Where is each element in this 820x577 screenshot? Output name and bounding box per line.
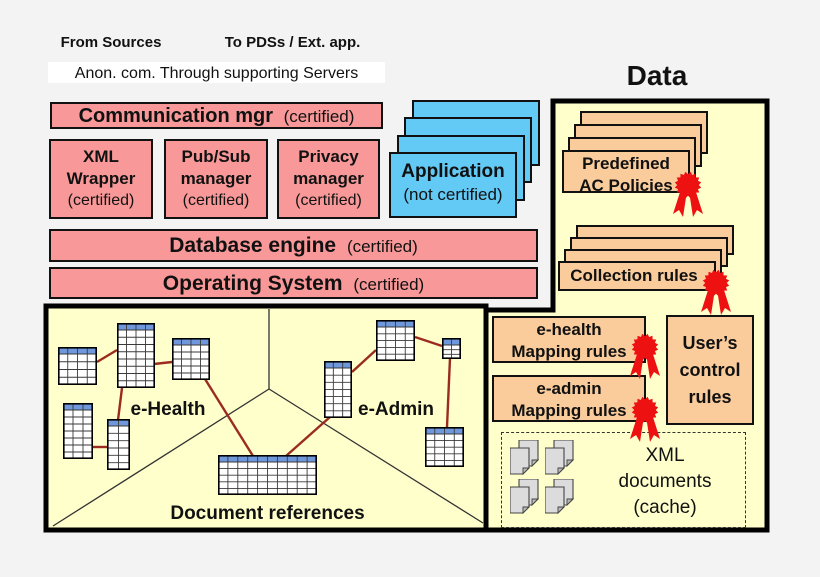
db-table-icon xyxy=(63,403,93,459)
database-engine-cert: (certified) xyxy=(346,237,418,256)
data-section-title: Data xyxy=(626,60,688,91)
users-control-rules-text: User’s control rules xyxy=(679,333,741,407)
relation-link-line xyxy=(285,416,331,457)
database-engine-box: Database engine (certified) xyxy=(49,229,538,262)
relation-link-line xyxy=(414,335,443,348)
privacy-manager-box: Privacy manager (certified) xyxy=(277,139,380,219)
eadmin-mapping-rules-text: e-admin Mapping rules xyxy=(511,379,627,420)
to-pds-label: To PDSs / Ext. app. xyxy=(224,34,361,51)
partition-line xyxy=(52,388,270,527)
xml-wrapper-cert: (certified) xyxy=(67,192,135,209)
certified-seal-icon xyxy=(673,171,703,217)
application-card xyxy=(389,152,517,218)
relation-link-line xyxy=(116,387,124,421)
db-table-icon xyxy=(218,455,317,495)
db-table-icon xyxy=(425,427,464,467)
xml-documents-icon xyxy=(545,479,575,515)
pubsub-manager-cert: (certified) xyxy=(182,192,250,209)
db-table-icon xyxy=(117,323,155,388)
db-table-icon xyxy=(324,361,352,418)
collection-card xyxy=(558,261,716,291)
ehealth-mapping-rules-box: e-health Mapping rules xyxy=(492,316,646,363)
ac-policies-label: Predefined AC Policies xyxy=(562,153,690,197)
relation-link-line xyxy=(445,357,452,428)
anon-band-label: Anon. com. Through supporting Servers xyxy=(74,65,359,82)
certified-seal-icon xyxy=(630,396,660,442)
from-sources-label: From Sources xyxy=(60,34,162,51)
application-label: Application (not certified) xyxy=(391,160,515,206)
relation-link-line xyxy=(96,348,118,364)
application-title: Application xyxy=(401,161,505,182)
privacy-manager-cert: (certified) xyxy=(295,192,362,209)
xml-cache-box: XML documents (cache) xyxy=(501,432,746,528)
xml-documents-icon xyxy=(510,479,540,515)
relation-link-line xyxy=(351,349,377,373)
partition-line xyxy=(268,388,484,524)
anon-band xyxy=(48,62,385,83)
communication-mgr-title: Communication mgr xyxy=(78,105,274,127)
operating-system-cert: (certified) xyxy=(353,275,425,294)
eadmin-area-label: e-Admin xyxy=(358,399,434,420)
xml-documents-icon xyxy=(545,440,575,476)
communication-mgr-cert: (certified) xyxy=(283,107,355,126)
certified-seal-icon xyxy=(701,269,731,315)
xml-wrapper-box: XML Wrapper (certified) xyxy=(49,139,153,219)
document-references-label: Document references xyxy=(170,503,365,524)
users-control-rules-box: User’s control rules xyxy=(666,315,754,425)
pubsub-manager-box: Pub/Sub manager (certified) xyxy=(164,139,268,219)
db-table-icon xyxy=(58,347,97,385)
ac_policies-card xyxy=(562,150,690,193)
collection-rules-label: Collection rules xyxy=(570,266,698,285)
eadmin-mapping-rules-box: e-admin Mapping rules xyxy=(492,375,646,422)
db-table-icon xyxy=(376,320,415,361)
db-table-icon xyxy=(442,338,461,359)
application-cert: (not certified) xyxy=(403,185,503,204)
db-table-icon xyxy=(107,419,130,470)
privacy-manager-title: Privacy manager xyxy=(293,147,364,188)
certified-seal-icon xyxy=(630,333,660,379)
ehealth-area-label: e-Health xyxy=(130,399,206,420)
operating-system-title: Operating System xyxy=(162,272,343,295)
relation-link-line xyxy=(153,360,173,366)
xml-wrapper-title: XML Wrapper xyxy=(66,147,136,188)
db-table-icon xyxy=(172,338,210,380)
database-engine-title: Database engine xyxy=(169,234,337,257)
xml-cache-label: XML documents (cache) xyxy=(618,445,712,518)
pubsub-manager-title: Pub/Sub manager xyxy=(180,147,252,188)
communication-mgr-box: Communication mgr (certified) xyxy=(50,102,383,129)
relation-link-line xyxy=(203,378,255,457)
ehealth-mapping-rules-text: e-health Mapping rules xyxy=(511,320,627,361)
xml-documents-icon xyxy=(510,440,540,476)
operating-system-box: Operating System (certified) xyxy=(49,267,538,299)
ac-policies-text: Predefined AC Policies xyxy=(579,154,673,195)
